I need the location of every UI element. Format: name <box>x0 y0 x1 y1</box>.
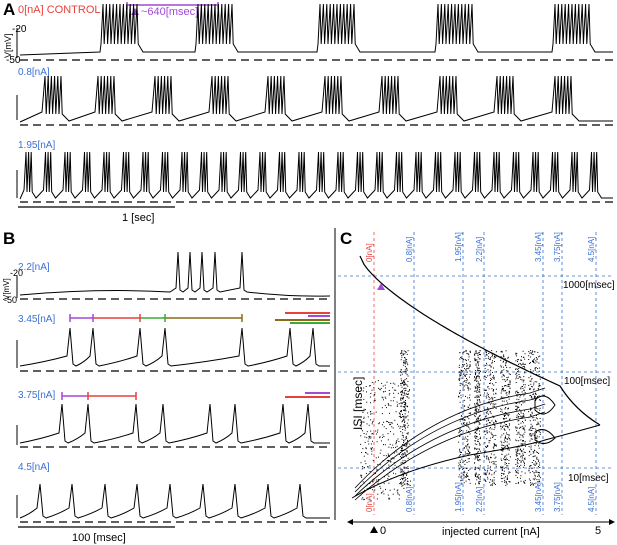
trace-b-4-5 <box>19 483 330 519</box>
y-label-1000: 1000[msec] <box>563 280 615 291</box>
panel-c-letter: C <box>340 229 352 248</box>
panel-c: C 0[nA] 0.8[nA] 1.95[nA] 2.2[nA] 3.45[nA] 3.7… <box>334 228 615 538</box>
marker-labels-bottom: 0[nA] 0.8[nA] 1.95[nA] 2.2[nA] 3.45[nA] 3.75[… <box>365 482 596 512</box>
isi-bars-3-45 <box>69 312 330 324</box>
purple-triangle-icon <box>131 8 139 15</box>
isi-bars-3-75 <box>61 392 330 400</box>
trace-b-label-3-75: 3.75[nA] <box>18 390 55 401</box>
panel-a-letter: A <box>3 0 15 19</box>
y-label-10: 10[msec] <box>568 473 609 484</box>
trace-a-1-95 <box>19 151 613 200</box>
panel-a-ylabel: V[mV] <box>3 33 13 58</box>
trace-a-0-8 <box>19 75 613 123</box>
grid-c <box>338 232 612 515</box>
marker-label: 0.8[nA] <box>405 487 414 512</box>
panel-b-ylabel: V[mV] <box>2 278 11 300</box>
marker-label: 2.2[nA] <box>475 487 484 512</box>
marker-label: 4.5[nA] <box>587 487 596 512</box>
marker-label: 1.95[nA] <box>454 482 463 512</box>
marker-label: 0[nA] <box>365 243 374 262</box>
x-tick-zero: 0 <box>380 525 386 537</box>
panel-a-ytick-top: -20 <box>12 24 27 35</box>
marker-label: 3.45[nA] <box>534 232 543 262</box>
marker-label: 3.45[nA] <box>534 482 543 512</box>
marker-label: 0[nA] <box>365 493 374 512</box>
current-axis: 0 5 injected current [nA] <box>347 519 615 538</box>
panel-a: A 0[nA] CONTROL ~640[msec] -20 -50 V[mV]… <box>3 0 613 224</box>
panel-b-letter: B <box>3 229 15 248</box>
marker-label: 0.8[nA] <box>405 237 414 262</box>
isi-axis-label: ISI [msec] <box>351 377 365 430</box>
panel-b-ytick-bottom: -50 <box>4 295 17 305</box>
marker-label: 4.5[nA] <box>587 237 596 262</box>
trace-b-2-2 <box>19 251 331 297</box>
isi-scatter <box>351 255 601 501</box>
trace-a-label-1-95: 1.95[nA] <box>18 140 55 151</box>
zero-triangle-icon <box>370 526 378 533</box>
trace-a-control <box>19 3 613 56</box>
scalebar-b-label: 100 [msec] <box>72 532 126 544</box>
marker-label: 2.2[nA] <box>475 237 484 262</box>
marker-labels-top: 0[nA] 0.8[nA] 1.95[nA] 2.2[nA] 3.45[nA] 3.75[… <box>365 232 596 262</box>
marker-label: 1.95[nA] <box>454 232 463 262</box>
current-axis-label: injected current [nA] <box>442 526 540 538</box>
marker-label: 3.75[nA] <box>553 482 562 512</box>
arrow-left-icon <box>347 519 353 525</box>
panel-b-ytick-top: -20 <box>10 268 23 278</box>
trace-b-3-75 <box>19 403 330 444</box>
trace-b-label-4-5: 4.5[nA] <box>18 462 50 473</box>
trace-b-3-45 <box>19 327 330 367</box>
panel-b: B 2.2[nA] -20 -50 V[mV] 3.45[nA] 3.75[nA… <box>2 229 331 544</box>
scalebar-a-label: 1 [sec] <box>122 212 154 224</box>
marker-label: 3.75[nA] <box>553 232 562 262</box>
trace-b-label-3-45: 3.45[nA] <box>18 314 55 325</box>
panel-a-control-label: 0[nA] CONTROL <box>18 4 101 16</box>
x-tick-five: 5 <box>595 525 601 537</box>
panel-a-ytick-bottom: -50 <box>6 55 21 66</box>
trace-b-label-2-2: 2.2[nA] <box>18 262 50 273</box>
y-label-100: 100[msec] <box>564 376 610 387</box>
purple-triangle-icon <box>377 283 385 290</box>
period-label: ~640[msec] <box>141 6 198 18</box>
trace-a-label-0-8: 0.8[nA] <box>18 67 50 78</box>
period-marker: ~640[msec] <box>126 2 219 18</box>
arrow-right-icon <box>609 519 615 525</box>
